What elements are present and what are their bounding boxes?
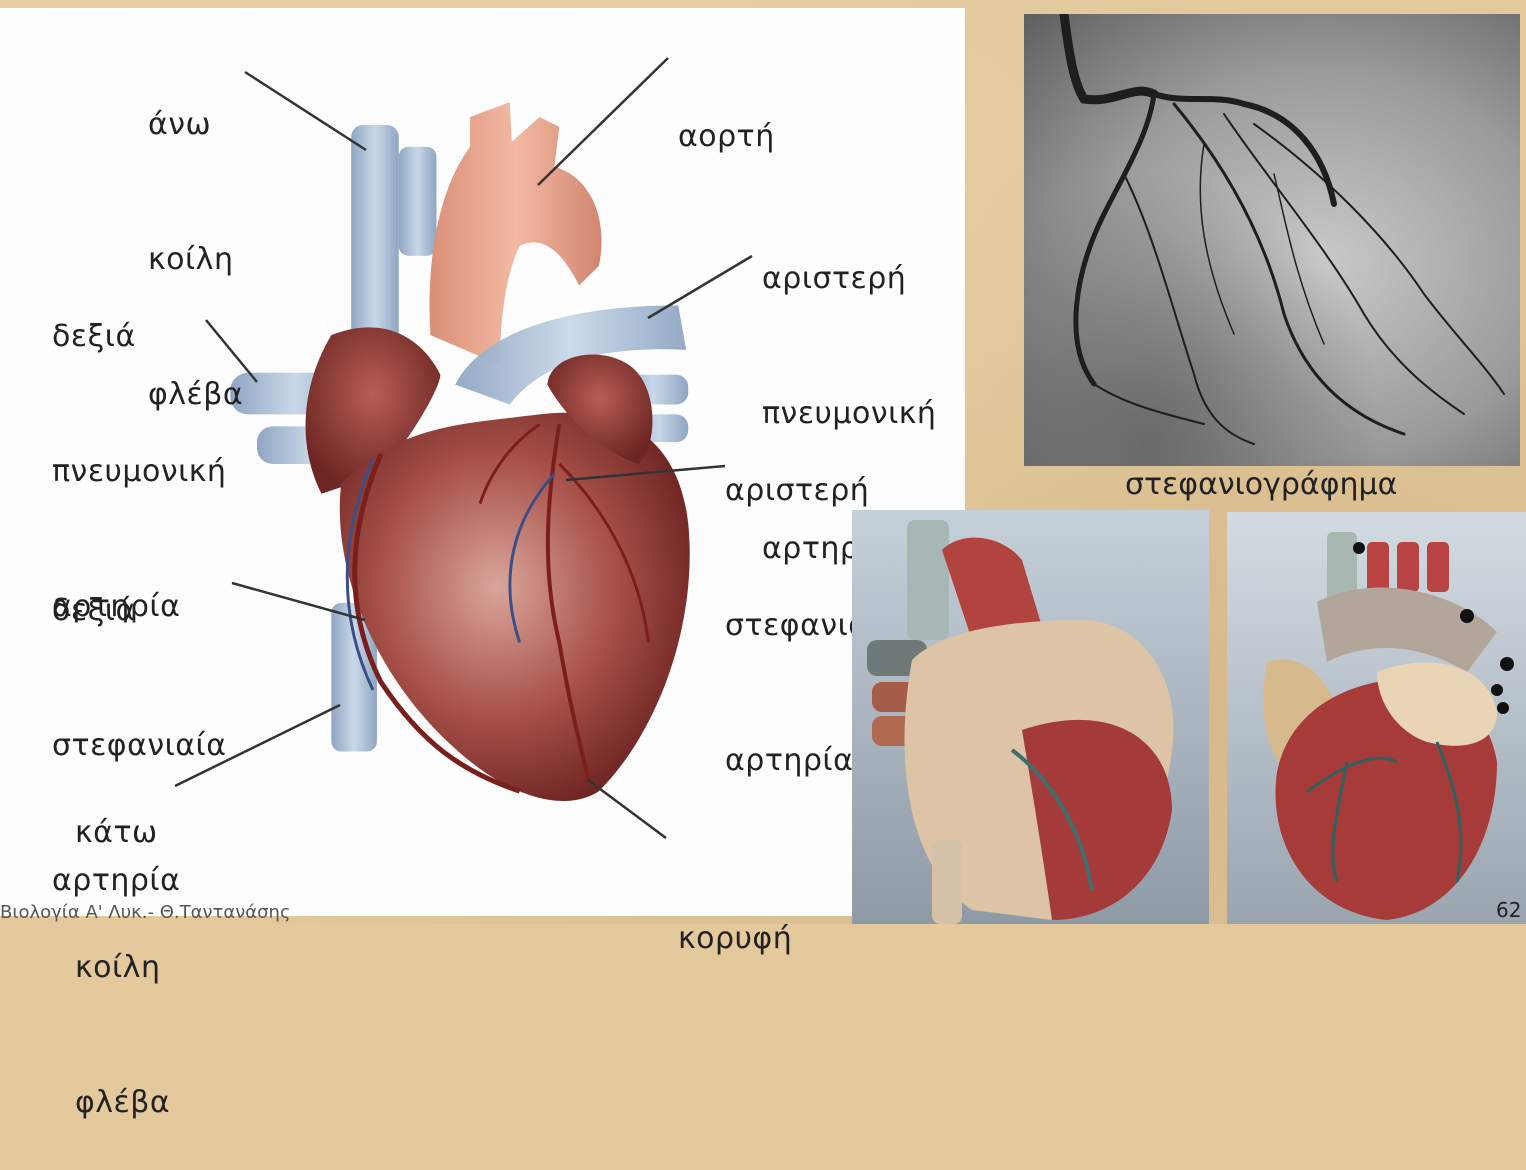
- label-line: κοίλη: [75, 945, 170, 990]
- label-aorta: αορτή: [678, 24, 775, 204]
- label-line: κορυφή: [678, 916, 792, 961]
- leader-apex: [588, 780, 666, 838]
- footer-credit: Βιολογία Α' Λυκ.- Θ.Ταντανάσης: [0, 902, 291, 923]
- heart-model-front-drawing: [852, 510, 1209, 924]
- label-line: δεξιά: [52, 588, 226, 633]
- label-apex: κορυφή: [678, 826, 792, 1006]
- label-line: αριστερή: [762, 256, 936, 301]
- coronary-angiogram-image: [1024, 14, 1520, 466]
- leader-left-coronary-artery: [566, 466, 725, 480]
- label-inferior-vena-cava: κάτω κοίλη φλέβα: [75, 720, 170, 1170]
- heart-model-photo-front: [852, 510, 1209, 924]
- heart-model-back-drawing: [1227, 512, 1526, 924]
- page-number: 62: [1496, 898, 1521, 922]
- label-line: αορτή: [678, 114, 775, 159]
- label-line: πνευμονική: [52, 449, 226, 494]
- label-line: αριστερή: [725, 468, 899, 513]
- angiogram-vessels: [1024, 14, 1520, 466]
- label-line: άνω: [148, 102, 243, 147]
- leader-aorta: [538, 58, 668, 185]
- angiogram-caption: στεφανιογράφημα: [1125, 465, 1397, 505]
- leader-superior-vena-cava: [245, 72, 366, 150]
- label-line: κάτω: [75, 810, 170, 855]
- label-line: φλέβα: [75, 1080, 170, 1125]
- leader-right-coronary-artery: [232, 583, 365, 620]
- heart-model-photo-back: [1227, 512, 1526, 924]
- label-line: δεξιά: [52, 314, 226, 359]
- leader-left-pulmonary-artery: [648, 256, 752, 318]
